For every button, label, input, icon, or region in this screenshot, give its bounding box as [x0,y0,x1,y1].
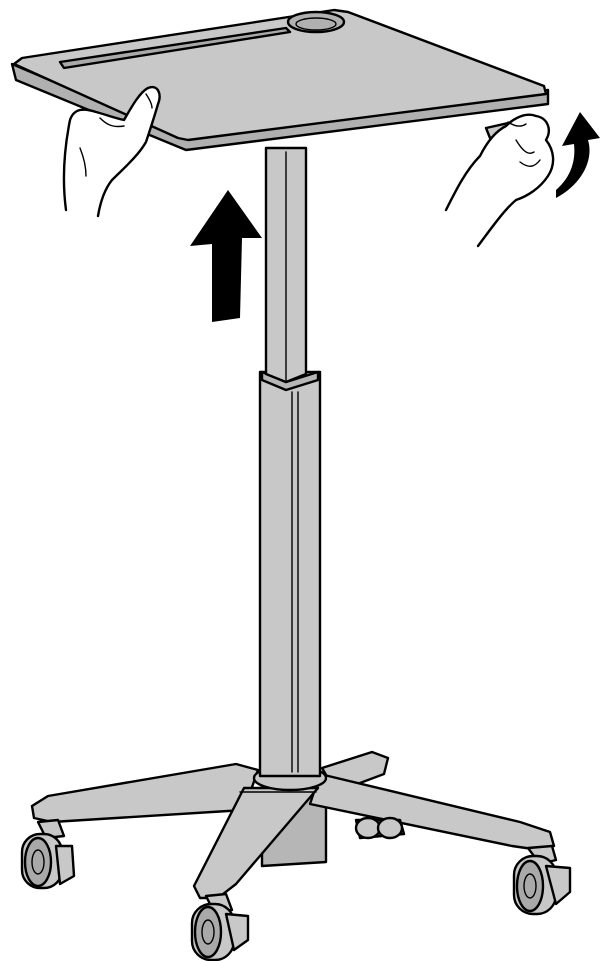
base-leg-left [32,764,258,822]
up-arrow-icon [190,190,262,322]
caster-right [514,846,570,914]
upper-column [266,148,306,382]
caster-front [192,894,248,960]
caster-back [356,818,404,838]
caster-left [22,820,74,888]
curved-arrow-icon [556,112,600,198]
lower-column [260,372,320,776]
base-leg-right [310,774,554,850]
right-hand-icon [446,115,553,246]
